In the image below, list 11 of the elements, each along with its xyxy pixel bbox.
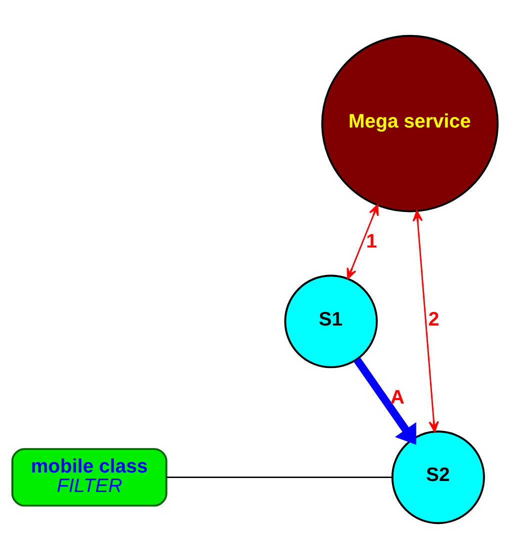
node-circle: S2 — [391, 430, 485, 524]
node-circle: S1 — [284, 274, 378, 368]
arrow — [354, 356, 416, 444]
edge-label: A — [390, 386, 405, 408]
arrow — [412, 210, 439, 432]
connector — [166, 476, 392, 478]
edge-label: 2 — [428, 308, 440, 330]
node-circle: Mega service — [321, 34, 499, 212]
edge-label: 1 — [366, 230, 377, 252]
arrow — [346, 204, 379, 279]
node-box: mobile class FILTER — [11, 448, 168, 506]
